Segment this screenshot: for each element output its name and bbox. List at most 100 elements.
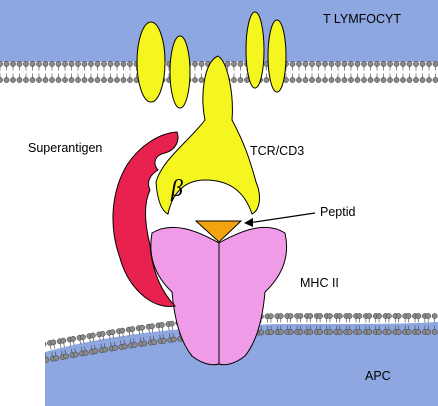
lipid-head bbox=[29, 77, 36, 83]
lipid-head bbox=[386, 329, 392, 335]
lipid-head bbox=[425, 329, 432, 335]
lipid-head bbox=[327, 313, 333, 319]
lipid-head bbox=[277, 313, 284, 319]
superantigen bbox=[112, 131, 179, 307]
lipid-head bbox=[159, 322, 165, 328]
lipid-head bbox=[346, 329, 353, 335]
lipid-head bbox=[198, 61, 205, 67]
lipid-head bbox=[354, 77, 361, 83]
lipid-head bbox=[55, 77, 62, 83]
lipid-head bbox=[70, 336, 76, 342]
lipid-head bbox=[101, 77, 107, 83]
lipid-head bbox=[432, 61, 438, 67]
beta-label: β bbox=[170, 176, 183, 202]
lipid-head bbox=[192, 61, 198, 67]
lipid-head bbox=[68, 77, 75, 83]
lipid-head bbox=[346, 313, 353, 319]
lipid-head bbox=[374, 77, 380, 83]
lipid-head bbox=[322, 77, 328, 83]
cd3-subunit-mid bbox=[169, 35, 191, 109]
lipid-head bbox=[302, 77, 309, 83]
lipid-head bbox=[296, 77, 302, 83]
lipid-head bbox=[356, 329, 363, 335]
lipid-head bbox=[413, 61, 419, 67]
lipid-head bbox=[102, 346, 109, 353]
lipid-head bbox=[376, 313, 382, 319]
lipid-head bbox=[287, 329, 294, 335]
lipid-head bbox=[327, 329, 333, 335]
lipid-head bbox=[400, 61, 406, 67]
lipid-head bbox=[88, 77, 94, 83]
lipid-head bbox=[16, 61, 23, 67]
lipid-head bbox=[361, 77, 367, 83]
lipid-head bbox=[380, 61, 387, 67]
lipid-head bbox=[127, 77, 133, 83]
lipid-head bbox=[149, 323, 155, 330]
lipid-head bbox=[406, 61, 413, 67]
lipid-head bbox=[3, 77, 10, 83]
lipid-head bbox=[10, 77, 16, 83]
lipid-head bbox=[42, 61, 49, 67]
mhc-label: MHC II bbox=[300, 276, 339, 290]
lipid-head bbox=[348, 61, 354, 67]
lipid-head bbox=[287, 313, 294, 319]
lipid-head bbox=[36, 77, 42, 83]
lipid-head bbox=[36, 61, 42, 67]
lipid-head bbox=[425, 313, 432, 319]
lipid-head bbox=[121, 343, 128, 350]
lipid-head bbox=[432, 77, 438, 83]
lipid-head bbox=[92, 348, 99, 355]
lipid-head bbox=[101, 61, 107, 67]
lipid-head bbox=[387, 61, 393, 67]
lipid-head bbox=[107, 77, 114, 83]
lipid-head bbox=[237, 61, 244, 67]
lipid-head bbox=[129, 326, 136, 332]
lipid-head bbox=[131, 342, 138, 348]
lipid-head bbox=[268, 329, 274, 336]
lipid-head bbox=[89, 332, 96, 339]
lipid-head bbox=[317, 329, 323, 335]
lipid-head bbox=[328, 61, 335, 67]
superantigen-label: Superantigen bbox=[28, 141, 102, 155]
lipid-head bbox=[380, 77, 387, 83]
tcr-receptor bbox=[155, 55, 260, 215]
peptide bbox=[194, 220, 243, 243]
t-cell-label: T LYMFOCYT bbox=[323, 12, 401, 26]
cd3-subunit-right-2 bbox=[267, 19, 287, 93]
lipid-head bbox=[317, 313, 323, 319]
lipid-head bbox=[289, 77, 296, 83]
lipid-head bbox=[400, 77, 406, 83]
lipid-head bbox=[109, 329, 116, 336]
lipid-head bbox=[23, 61, 29, 67]
lipid-head bbox=[354, 61, 361, 67]
lipid-head bbox=[75, 61, 81, 67]
lipid-head bbox=[114, 77, 120, 83]
lipid-head bbox=[263, 77, 270, 83]
lipid-head bbox=[361, 61, 367, 67]
lipid-head bbox=[120, 61, 127, 67]
lipid-head bbox=[335, 77, 341, 83]
lipid-head bbox=[426, 61, 432, 67]
lipid-head bbox=[231, 61, 237, 67]
lipid-head bbox=[120, 77, 127, 83]
lipid-head bbox=[62, 61, 68, 67]
lipid-head bbox=[45, 357, 50, 363]
lipid-head bbox=[341, 77, 348, 83]
lipid-head bbox=[322, 61, 328, 67]
apc-membrane bbox=[45, 313, 438, 363]
lipid-head bbox=[10, 61, 16, 67]
lipid-head bbox=[413, 77, 419, 83]
lipid-head bbox=[258, 329, 265, 336]
lipid-head bbox=[309, 61, 315, 67]
lipid-head bbox=[336, 329, 343, 335]
lipid-head bbox=[114, 61, 120, 67]
lipid-head bbox=[224, 61, 231, 67]
lipid-head bbox=[170, 336, 177, 343]
lipid-head bbox=[49, 77, 55, 83]
lipid-head bbox=[139, 324, 145, 331]
lipid-head bbox=[53, 355, 60, 361]
lipid-head bbox=[94, 77, 101, 83]
lipid-head bbox=[376, 329, 382, 335]
lipid-head bbox=[62, 77, 68, 83]
lipid-head bbox=[367, 77, 374, 83]
